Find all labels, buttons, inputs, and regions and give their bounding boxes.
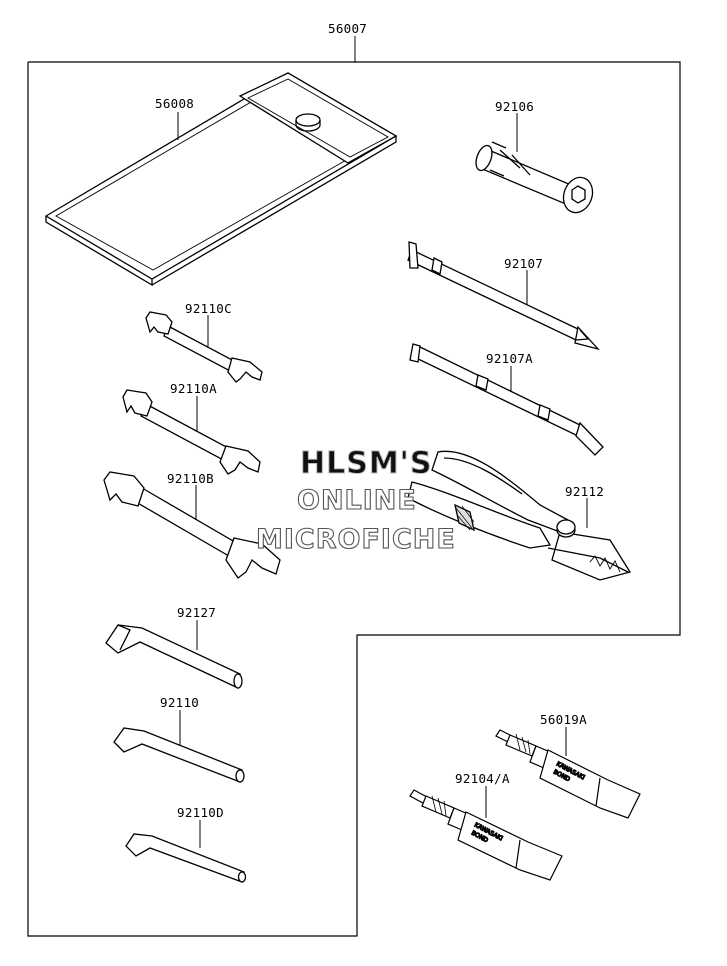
part-label-92110[interactable]: 92110 xyxy=(160,695,199,710)
part-label-92104A[interactable]: 92104/A xyxy=(455,771,510,786)
wrench-small-drawing xyxy=(145,311,263,383)
hex-key-medium-drawing xyxy=(113,727,245,783)
part-label-56019A[interactable]: 56019A xyxy=(540,712,587,727)
screwdriver-flat-drawing xyxy=(409,343,604,456)
tool-bag-drawing xyxy=(44,72,398,287)
part-label-92127[interactable]: 92127 xyxy=(177,605,216,620)
part-label-92107A[interactable]: 92107A xyxy=(486,351,533,366)
part-label-92110A[interactable]: 92110A xyxy=(170,381,217,396)
part-label-92106[interactable]: 92106 xyxy=(495,99,534,114)
socket-bar-drawing xyxy=(475,141,594,214)
watermark-line3: MICROFICHE xyxy=(256,524,456,555)
watermark-line2: ONLINE xyxy=(297,485,417,516)
watermark-line1: HLSM'S xyxy=(300,446,432,481)
wrench-medium-drawing xyxy=(122,389,261,475)
pliers-drawing xyxy=(407,450,632,581)
part-label-92110C[interactable]: 92110C xyxy=(185,301,232,316)
wrench-large-drawing xyxy=(103,471,281,579)
hex-key-small-drawing xyxy=(125,833,247,883)
part-label-92107[interactable]: 92107 xyxy=(504,256,543,271)
bond-tube-b-drawing: KAWASAKI BOND xyxy=(409,789,563,881)
part-label-92110B[interactable]: 92110B xyxy=(167,471,214,486)
bond-tube-a-drawing: KAWASAKI BOND xyxy=(495,729,641,819)
part-label-92112[interactable]: 92112 xyxy=(565,484,604,499)
part-label-56007[interactable]: 56007 xyxy=(328,21,367,36)
assembly-frame xyxy=(27,61,681,937)
part-label-56008[interactable]: 56008 xyxy=(155,96,194,111)
part-label-92110D[interactable]: 92110D xyxy=(177,805,224,820)
hex-key-large-drawing xyxy=(105,624,243,689)
screwdriver-phillips-drawing xyxy=(407,241,600,351)
